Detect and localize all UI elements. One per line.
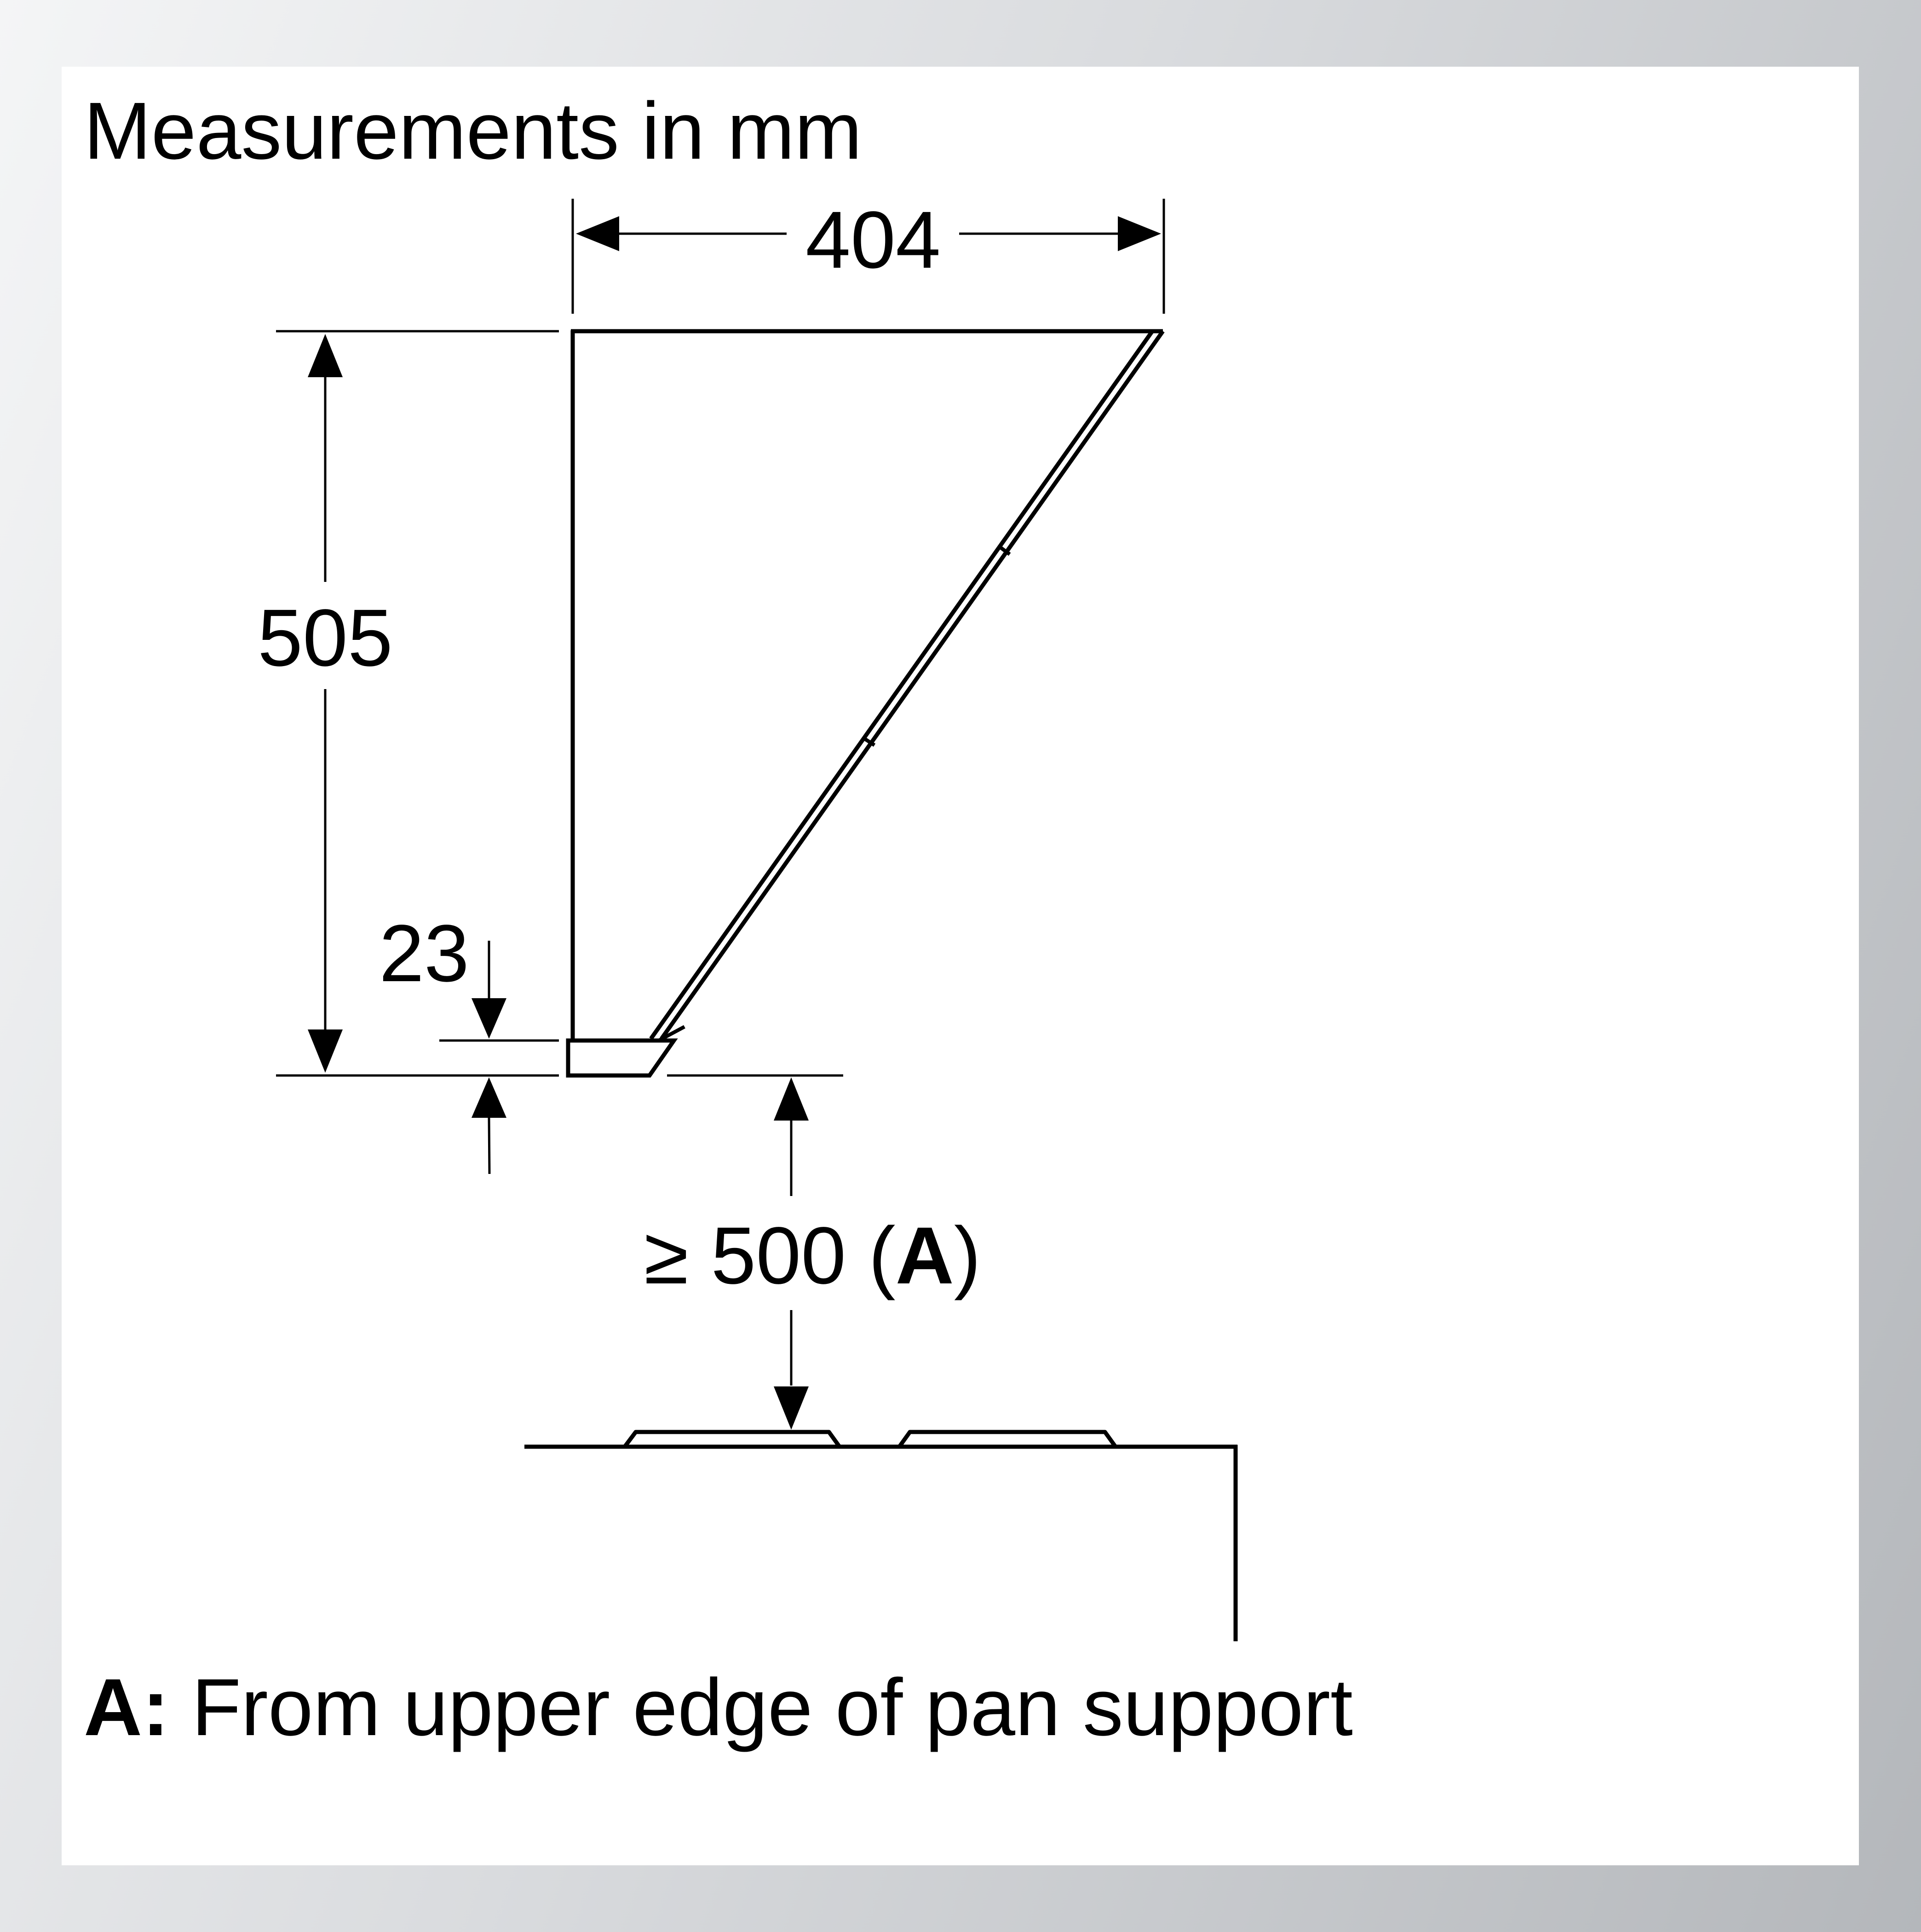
- clearance-symbol: ≥: [644, 1211, 689, 1301]
- clearance-label: ≥ 500 (A): [644, 1211, 981, 1301]
- hood-glass-joint-lower: [863, 736, 876, 747]
- drawing-sheet: [62, 67, 1859, 1865]
- hood-glass-front-inner: [660, 330, 1165, 1040]
- footnote-key: A:: [84, 1662, 169, 1753]
- clearance-open-paren: (: [868, 1211, 896, 1301]
- hood-glass-front-outer: [649, 330, 1154, 1040]
- footnote-text: From upper edge of pan support: [192, 1662, 1353, 1753]
- width-label: 404: [805, 195, 941, 285]
- page-title: Measurements in mm: [84, 86, 862, 176]
- hood-lip-glass-tip: [658, 1025, 685, 1042]
- height-label: 505: [258, 593, 393, 683]
- height-dimension: 505: [258, 330, 559, 1077]
- hood-bottom-lip: [566, 1038, 678, 1078]
- clearance-arrow-bottom: [774, 1386, 809, 1430]
- clearance-close-paren: ): [954, 1211, 981, 1301]
- lip-dimension: 23: [379, 908, 559, 1174]
- clearance-reference: A: [896, 1211, 954, 1301]
- hood-profile: [566, 329, 1165, 1078]
- pan-support-left: [623, 1430, 841, 1448]
- width-arrow-right: [1118, 216, 1161, 251]
- lip-arrow-top: [472, 998, 506, 1039]
- lip-arrow-bottom: [472, 1077, 506, 1118]
- footnote: A: From upper edge of pan support: [84, 1662, 1353, 1753]
- clearance-dimension: ≥ 500 (A): [644, 1074, 981, 1430]
- hob-profile: [524, 1430, 1238, 1641]
- hood-glass-joint-upper: [998, 545, 1011, 556]
- width-arrow-left: [576, 216, 619, 251]
- clearance-arrow-top: [774, 1077, 809, 1121]
- height-arrow-bottom: [308, 1029, 343, 1073]
- lip-label: 23: [379, 908, 469, 999]
- height-arrow-top: [308, 334, 343, 377]
- clearance-value: 500: [711, 1211, 846, 1301]
- width-dimension: 404: [571, 195, 1165, 314]
- pan-support-right: [897, 1430, 1117, 1448]
